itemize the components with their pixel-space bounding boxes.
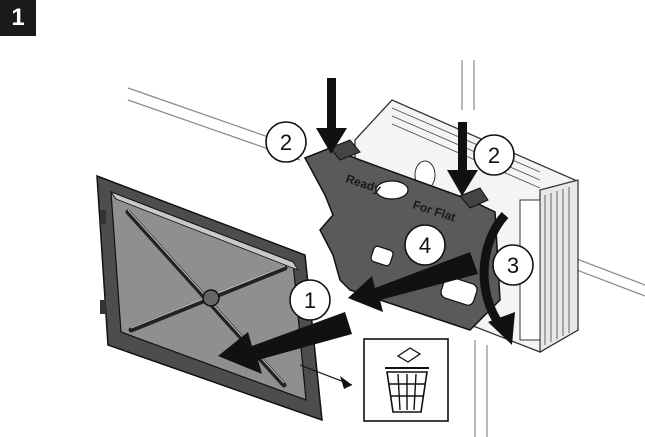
callout-2-left: 2 xyxy=(265,121,307,163)
pull-arrow-panel xyxy=(348,252,478,312)
removed-cover-frame xyxy=(96,174,323,422)
callout-4: 4 xyxy=(404,224,446,266)
swing-arrow xyxy=(479,211,515,345)
callout-2-right: 2 xyxy=(473,134,515,176)
svg-text:1: 1 xyxy=(304,288,316,313)
svg-text:4: 4 xyxy=(419,233,431,258)
svg-text:3: 3 xyxy=(507,253,519,278)
filter-panel: Ready For Flat xyxy=(303,139,501,331)
callout-1: 1 xyxy=(289,279,331,321)
pull-arrow-cover xyxy=(218,312,352,374)
trash-bin-icon xyxy=(363,338,449,422)
svg-text:2: 2 xyxy=(280,130,292,155)
push-arrow-left xyxy=(316,78,347,154)
callout-3: 3 xyxy=(492,244,534,286)
push-arrow-right xyxy=(447,122,478,196)
step-number-badge: 1 xyxy=(0,0,36,36)
svg-text:2: 2 xyxy=(488,143,500,168)
